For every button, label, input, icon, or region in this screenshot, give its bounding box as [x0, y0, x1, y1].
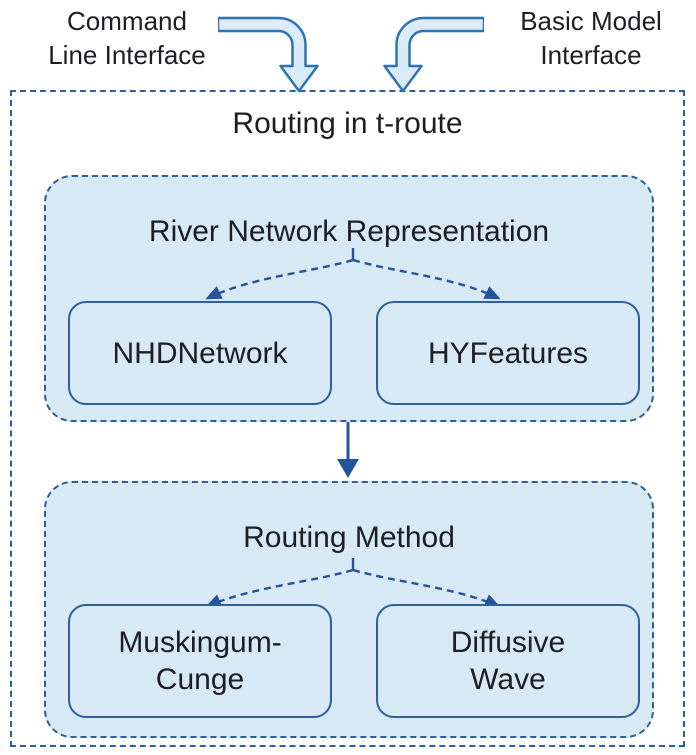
node-label-line: Muskingum- — [118, 626, 282, 659]
routing-method-section: Routing Method Muskingum- Cunge Diffusiv… — [44, 481, 654, 738]
node-hyfeatures: HYFeatures — [376, 301, 640, 405]
node-diffusive-wave: Diffusive Wave — [376, 604, 640, 718]
label-line: Line Interface — [48, 40, 206, 70]
label-line: Interface — [540, 40, 642, 70]
split-arrow-icon — [205, 558, 501, 608]
section-title: Routing Method — [243, 521, 455, 554]
node-label-line: Diffusive — [450, 626, 566, 659]
command-line-interface-label: Command Line Interface — [17, 4, 237, 72]
node-label: NHDNetwork — [112, 336, 288, 370]
basic-model-interface-label: Basic Model Interface — [481, 4, 696, 72]
node-label-line: Cunge — [155, 663, 245, 696]
node-nhdnetwork: NHDNetwork — [68, 301, 332, 405]
label-line: Basic Model — [520, 6, 662, 36]
section-title: River Network Representation — [148, 215, 550, 248]
label-line: Command — [67, 6, 187, 36]
basic-model-arrow-icon — [383, 16, 484, 93]
split-arrow-icon — [205, 248, 501, 300]
node-label-line: Wave — [470, 663, 546, 696]
down-arrow-icon — [337, 422, 359, 478]
node-label: HYFeatures — [427, 336, 589, 370]
diagram-title: Routing in t-route — [232, 107, 463, 140]
node-muskingum-cunge: Muskingum- Cunge — [68, 604, 332, 718]
command-line-arrow-icon — [218, 16, 319, 93]
river-network-representation-section: River Network Representation NHDNetwork … — [44, 175, 654, 422]
